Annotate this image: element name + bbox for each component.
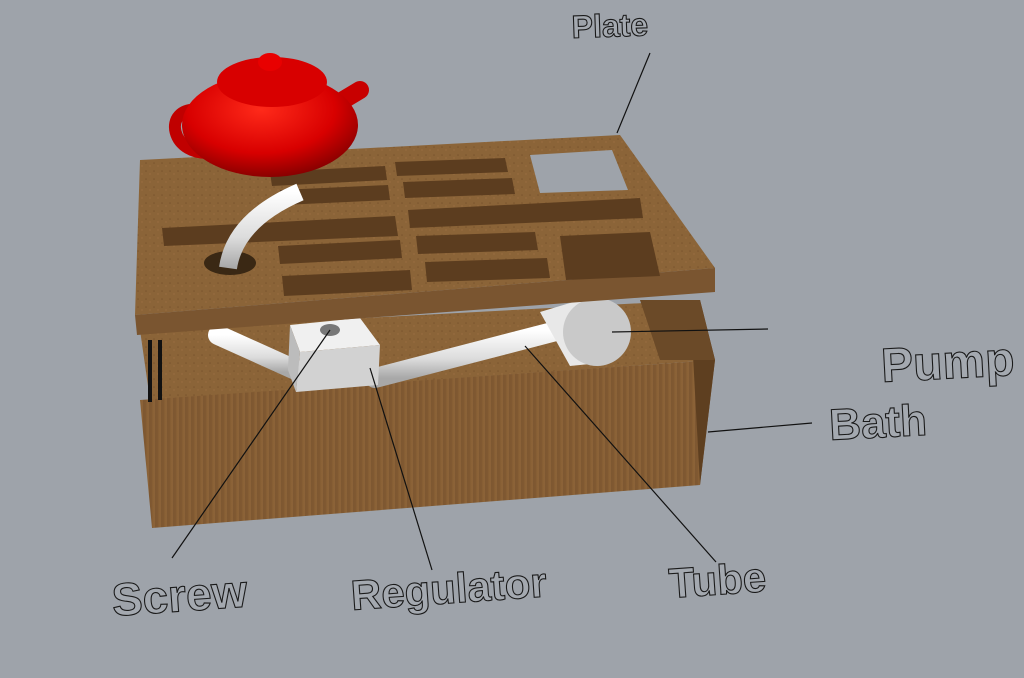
label-bath: Bath bbox=[828, 396, 928, 450]
pump-cylinder bbox=[540, 298, 631, 366]
tube-lower bbox=[208, 320, 570, 388]
label-screw: Screw bbox=[110, 565, 249, 626]
teapot bbox=[168, 53, 369, 177]
label-pump: Pump bbox=[880, 333, 1016, 393]
tube-upper bbox=[219, 183, 304, 270]
regulator-block bbox=[288, 318, 380, 392]
label-tube: Tube bbox=[667, 553, 767, 607]
leader-lines bbox=[171, 52, 813, 571]
label-plate: Plate bbox=[571, 6, 649, 45]
label-regulator: Regulator bbox=[349, 558, 548, 619]
